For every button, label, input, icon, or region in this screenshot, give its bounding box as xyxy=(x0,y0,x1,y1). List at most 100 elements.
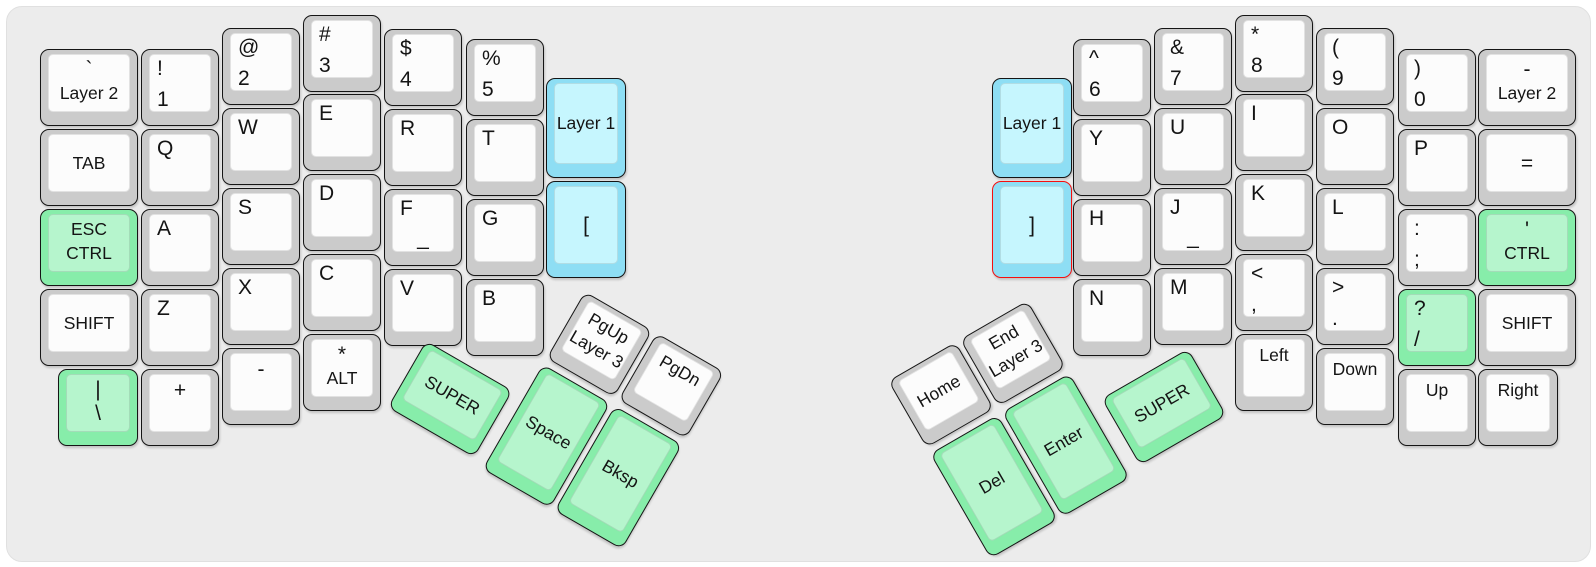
key-pgdn-label: PgDn xyxy=(656,351,705,391)
key-question-slash[interactable]: ?/ xyxy=(1398,289,1476,366)
key-s[interactable]: S xyxy=(222,188,300,265)
key-w-top: W xyxy=(230,113,292,171)
key-7[interactable]: &7 xyxy=(1154,28,1232,105)
key-period[interactable]: >. xyxy=(1316,268,1394,345)
key-w[interactable]: W xyxy=(222,108,300,185)
key-z[interactable]: Z xyxy=(141,289,219,366)
key-t-top: T xyxy=(474,124,536,182)
key-5[interactable]: %5 xyxy=(466,39,544,116)
key-right-shift[interactable]: SHIFT xyxy=(1478,289,1576,366)
key-star-alt[interactable]: *ALT xyxy=(303,334,381,411)
key-2[interactable]: @2 xyxy=(222,28,300,105)
key-n[interactable]: N xyxy=(1073,279,1151,356)
key-x-label: X xyxy=(238,276,253,299)
key-u[interactable]: U xyxy=(1154,108,1232,185)
key-5-label: % xyxy=(482,47,501,70)
key-h[interactable]: H xyxy=(1073,199,1151,276)
key-4-label: 4 xyxy=(400,68,412,91)
key-d-label: D xyxy=(319,182,335,205)
key-s-label: S xyxy=(238,196,253,219)
key-9[interactable]: (9 xyxy=(1316,28,1394,105)
key-semicolon[interactable]: :; xyxy=(1398,209,1476,286)
key-g[interactable]: G xyxy=(466,199,544,276)
key-l[interactable]: L xyxy=(1316,188,1394,265)
key-left-shift[interactable]: SHIFT xyxy=(40,289,138,366)
key-tab[interactable]: TAB xyxy=(40,129,138,206)
key-m-top: M xyxy=(1162,273,1224,331)
key-t[interactable]: T xyxy=(466,119,544,196)
key-layer1-right-label: Layer 1 xyxy=(1002,113,1062,133)
key-esc-ctrl-label: CTRL xyxy=(66,243,112,263)
key-layer1-left[interactable]: Layer 1 xyxy=(546,78,626,178)
key-space-label: Space xyxy=(522,410,576,453)
key-o[interactable]: O xyxy=(1316,108,1394,185)
key-right-bracket-top: ] xyxy=(1000,186,1064,264)
key-down-arrow-label: Down xyxy=(1332,359,1378,379)
key-left-arrow[interactable]: Left xyxy=(1235,334,1313,411)
key-super-left-top: SUPER xyxy=(401,348,504,442)
key-down-arrow[interactable]: Down xyxy=(1316,348,1394,425)
key-super-left-label: SUPER xyxy=(421,370,484,419)
key-1-label: 1 xyxy=(157,88,169,111)
key-q[interactable]: Q xyxy=(141,129,219,206)
key-home-label: Home xyxy=(913,370,964,411)
key-x-top: X xyxy=(230,273,292,331)
key-grave-layer2[interactable]: `Layer 2 xyxy=(40,49,138,126)
key-6[interactable]: ^6 xyxy=(1073,39,1151,116)
key-1[interactable]: !1 xyxy=(141,49,219,126)
key-t-label: T xyxy=(482,127,495,150)
key-right-arrow-top: Right xyxy=(1486,374,1550,432)
key-m-label: M xyxy=(1170,276,1188,299)
key-p[interactable]: P xyxy=(1398,129,1476,206)
key-k[interactable]: K xyxy=(1235,174,1313,251)
key-comma[interactable]: <, xyxy=(1235,254,1313,331)
key-d[interactable]: D xyxy=(303,174,381,251)
key-9-label: ( xyxy=(1332,36,1339,59)
key-8[interactable]: *8 xyxy=(1235,15,1313,92)
key-3[interactable]: #3 xyxy=(303,15,381,92)
key-i[interactable]: I xyxy=(1235,94,1313,171)
key-i-top: I xyxy=(1243,99,1305,157)
key-f[interactable]: F_ xyxy=(384,189,462,266)
key-layer1-right[interactable]: Layer 1 xyxy=(992,78,1072,178)
key-layer1-left-top: Layer 1 xyxy=(554,83,618,164)
key-plus[interactable]: + xyxy=(141,369,219,446)
key-r[interactable]: R xyxy=(384,109,462,186)
key-right-shift-label: SHIFT xyxy=(1501,312,1553,333)
key-super-right[interactable]: SUPER xyxy=(1101,348,1227,466)
key-m[interactable]: M xyxy=(1154,268,1232,345)
key-quote-ctrl[interactable]: 'CTRL xyxy=(1478,209,1576,286)
key-a[interactable]: A xyxy=(141,209,219,286)
key-y[interactable]: Y xyxy=(1073,119,1151,196)
key-up-arrow[interactable]: Up xyxy=(1398,369,1476,446)
key-c[interactable]: C xyxy=(303,254,381,331)
key-4[interactable]: $4 xyxy=(384,29,462,106)
key-x[interactable]: X xyxy=(222,268,300,345)
key-pipe-backslash[interactable]: |\ xyxy=(58,369,138,446)
key-right-bracket[interactable]: ] xyxy=(992,181,1072,278)
key-0[interactable]: )0 xyxy=(1398,49,1476,126)
key-minus-left[interactable]: - xyxy=(222,348,300,425)
key-k-label: K xyxy=(1251,182,1266,205)
key-super-right-top: SUPER xyxy=(1110,356,1213,450)
key-n-top: N xyxy=(1081,284,1143,342)
key-minus-layer2[interactable]: -Layer 2 xyxy=(1478,49,1576,126)
key-r-label: R xyxy=(400,117,416,140)
key-b[interactable]: B xyxy=(466,279,544,356)
key-j[interactable]: J_ xyxy=(1154,188,1232,265)
key-semicolon-label: ; xyxy=(1414,248,1420,271)
key-pipe-backslash-label: | xyxy=(95,378,101,401)
key-v[interactable]: V xyxy=(384,269,462,346)
key-g-top: G xyxy=(474,204,536,262)
key-equals[interactable]: = xyxy=(1478,129,1576,206)
key-right-arrow[interactable]: Right xyxy=(1478,369,1558,446)
key-period-label: > xyxy=(1332,276,1345,299)
key-left-bracket-label: [ xyxy=(583,213,589,237)
key-f-sublabel: _ xyxy=(417,227,429,250)
key-star-alt-label: ALT xyxy=(326,368,358,388)
key-super-left[interactable]: SUPER xyxy=(387,340,513,458)
key-left-bracket[interactable]: [ xyxy=(546,181,626,278)
key-a-label: A xyxy=(157,217,172,240)
key-e[interactable]: E xyxy=(303,94,381,171)
